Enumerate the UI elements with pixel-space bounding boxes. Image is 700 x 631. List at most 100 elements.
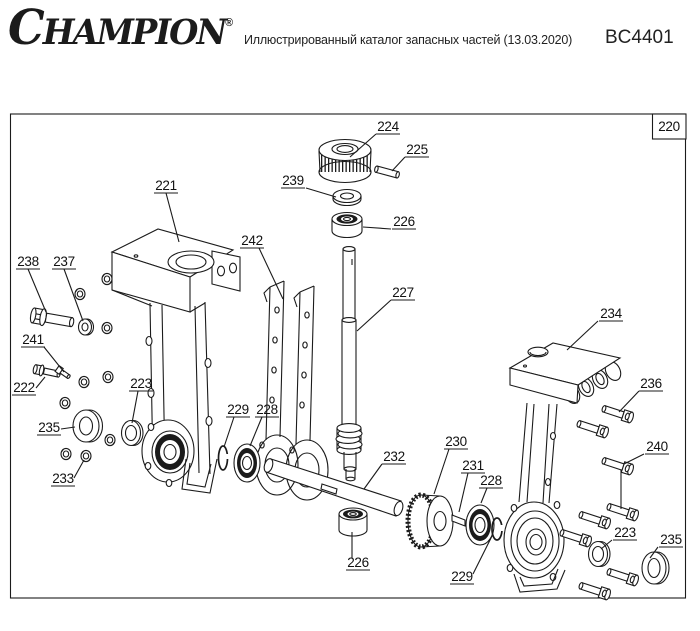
svg-text:235: 235 <box>660 532 682 547</box>
nut <box>80 449 92 463</box>
screw <box>601 404 635 424</box>
nut <box>101 321 113 335</box>
part-238-flange-bolt-drawing <box>29 307 75 328</box>
nut <box>60 447 72 461</box>
svg-text:233: 233 <box>52 471 74 486</box>
callout-231: 231 <box>458 458 485 513</box>
svg-text:225: 225 <box>406 142 428 157</box>
svg-text:228: 228 <box>256 402 278 417</box>
part-235-seal-left-drawing <box>72 409 104 443</box>
svg-text:241: 241 <box>22 332 44 347</box>
part-227-worm-shaft-drawing <box>335 246 363 482</box>
callout-223: 223 <box>129 376 153 424</box>
callout-228: 228 <box>249 402 279 447</box>
model-code: BC4401 <box>605 27 674 48</box>
svg-text:240: 240 <box>646 439 668 454</box>
part-229-circlip-right-drawing <box>491 517 504 541</box>
svg-text:229: 229 <box>227 402 249 417</box>
part-237-washer-drawing <box>77 318 95 336</box>
part-226-bearing-bottom-drawing <box>338 507 368 537</box>
callout-235: 235 <box>649 532 683 559</box>
svg-text:228: 228 <box>480 473 502 488</box>
callout-242: 242 <box>240 233 284 300</box>
callout-239: 239 <box>281 173 337 198</box>
callout-226: 226 <box>346 532 370 571</box>
nuts-group <box>59 272 116 463</box>
svg-text:237: 237 <box>53 254 75 269</box>
svg-text:236: 236 <box>640 376 662 391</box>
callout-229: 229 <box>223 402 250 448</box>
svg-text:232: 232 <box>383 449 405 464</box>
callout-229: 229 <box>450 535 493 585</box>
callout-224: 224 <box>349 119 400 158</box>
part-229-circlip-left-drawing <box>217 445 229 471</box>
callout-226: 226 <box>362 214 416 230</box>
svg-text:224: 224 <box>377 119 399 134</box>
svg-text:234: 234 <box>600 306 622 321</box>
callout-228: 228 <box>479 473 503 504</box>
svg-text:226: 226 <box>393 214 415 229</box>
nut <box>78 375 90 389</box>
part-225-pin-drawing <box>374 165 400 179</box>
nut <box>101 272 113 286</box>
part-224-pulley-drawing <box>318 138 372 184</box>
svg-text:226: 226 <box>347 555 369 570</box>
part-232-output-shaft-drawing <box>263 458 404 517</box>
svg-text:221: 221 <box>155 178 177 193</box>
svg-text:231: 231 <box>462 458 484 473</box>
nut <box>102 370 114 384</box>
screw <box>606 502 640 522</box>
callout-225: 225 <box>391 142 429 172</box>
part-234-right-housing-drawing <box>503 342 622 593</box>
screw <box>606 567 640 587</box>
part-223-seal-right-drawing <box>587 540 611 568</box>
part-222-bolt-drawing <box>32 364 61 378</box>
part-228-bearing-right-drawing <box>465 504 495 546</box>
champion-logo: CHAMPION® <box>8 4 233 57</box>
part-223-seal-left-drawing <box>120 419 144 447</box>
callout-223: 223 <box>600 525 637 550</box>
catalog-subtitle: Иллюстрированный каталог запасных частей… <box>243 33 573 47</box>
nut <box>59 396 71 410</box>
screw <box>601 456 635 476</box>
screw <box>576 419 610 439</box>
svg-text:239: 239 <box>282 173 304 188</box>
screws-group <box>559 404 640 601</box>
figure-number: 220 <box>658 119 680 134</box>
callout-240: 240 <box>620 439 669 509</box>
callout-237: 237 <box>52 254 84 322</box>
callout-232: 232 <box>363 449 406 490</box>
callout-221: 221 <box>154 178 180 243</box>
part-231-key-drawing <box>451 514 466 527</box>
screw <box>578 581 612 601</box>
callout-234: 234 <box>566 306 623 351</box>
svg-text:222: 222 <box>13 380 35 395</box>
callout-236: 236 <box>618 376 663 413</box>
part-235-seal-right-drawing <box>641 551 670 585</box>
svg-text:229: 229 <box>451 569 473 584</box>
callouts-group: 221 224 225 239 226 242 227 238 237 241 222 235 223 2… <box>12 119 683 585</box>
svg-text:223: 223 <box>614 525 636 540</box>
svg-text:230: 230 <box>445 434 467 449</box>
svg-text:235: 235 <box>38 420 60 435</box>
registered-mark: ® <box>225 17 234 29</box>
callout-241: 241 <box>21 332 65 373</box>
part-230-gear-drawing <box>405 492 454 550</box>
figure-number-box: 220 <box>651 113 687 140</box>
callout-230: 230 <box>433 434 468 495</box>
screw <box>559 528 593 548</box>
callout-233: 233 <box>51 459 85 487</box>
svg-text:242: 242 <box>241 233 263 248</box>
callout-227: 227 <box>356 285 415 332</box>
nut <box>74 287 86 301</box>
part-221-left-housing-drawing <box>110 228 241 494</box>
brand-text: CHAMPION <box>8 0 227 56</box>
part-228-bearing-left-drawing <box>233 443 261 483</box>
part-226-bearing-top-drawing <box>331 211 363 239</box>
callout-235: 235 <box>37 420 76 436</box>
svg-text:223: 223 <box>130 376 152 391</box>
callout-238: 238 <box>16 254 47 313</box>
screw <box>578 510 612 530</box>
